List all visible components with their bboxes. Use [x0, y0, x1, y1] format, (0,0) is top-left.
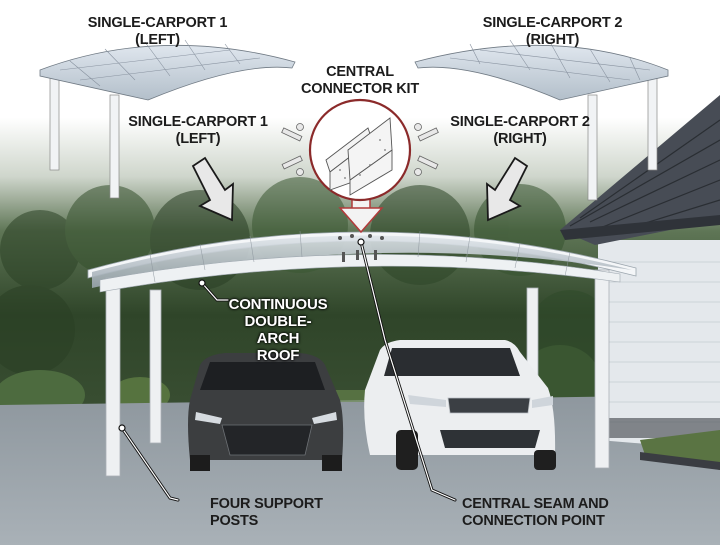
- connector-bolts: [338, 234, 384, 262]
- right-down-arrow: [486, 156, 529, 222]
- dark-car: [188, 353, 344, 471]
- posts-callout-dot: [118, 424, 126, 432]
- seam-callout-dot: [357, 238, 365, 246]
- label-single-carport-2-component: SINGLE-CARPORT 2 (RIGHT): [450, 114, 590, 147]
- connector-kit-illustration: [281, 98, 439, 234]
- red-down-arrow: [338, 207, 384, 234]
- roof-callout-dot: [198, 279, 206, 287]
- callout-four-support-posts: FOUR SUPPORT POSTS: [210, 496, 323, 529]
- house-roof: [560, 95, 720, 245]
- callout-continuous-double-arch-roof: CONTINUOUS DOUBLE-ARCH ROOF: [228, 296, 328, 364]
- left-down-arrow: [191, 156, 234, 222]
- sketch-carport-left: [39, 39, 296, 199]
- label-single-carport-1-title: SINGLE-CARPORT 1 (LEFT): [87, 15, 228, 48]
- callout-central-seam-connection-point: CENTRAL SEAM AND CONNECTION POINT: [462, 496, 609, 529]
- house: [560, 95, 720, 470]
- label-single-carport-2-title: SINGLE-CARPORT 2 (RIGHT): [482, 15, 623, 48]
- label-central-connector-kit: CENTRAL CONNECTOR KIT: [301, 64, 419, 97]
- support-posts: [105, 269, 610, 477]
- label-single-carport-1-component: SINGLE-CARPORT 1 (LEFT): [128, 114, 268, 147]
- double-arch-roof: [87, 230, 637, 293]
- bolts-and-nuts: [281, 123, 439, 176]
- sketch-carport-right: [414, 39, 669, 201]
